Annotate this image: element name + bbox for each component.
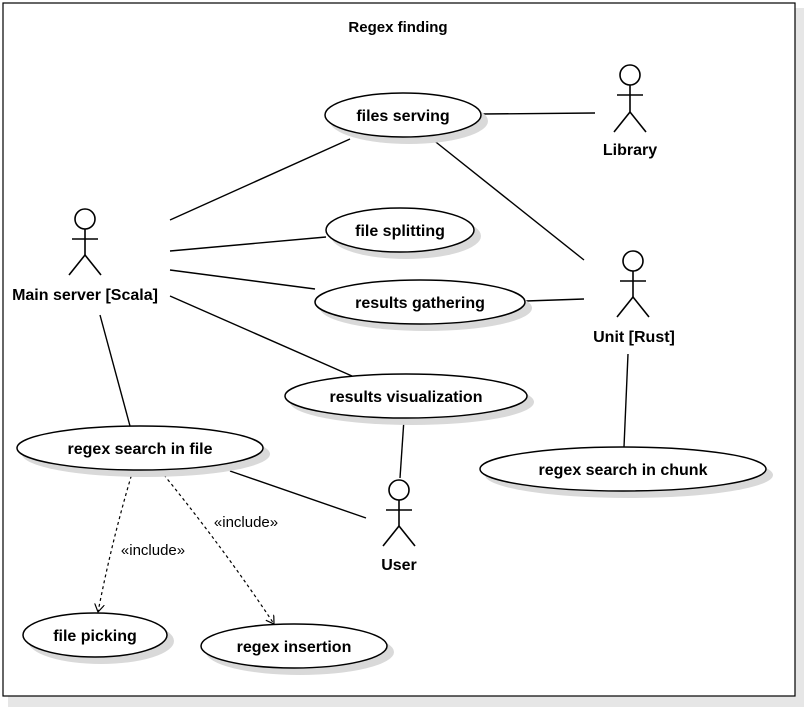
use-case-file-picking: file picking (22, 612, 174, 664)
actor-library: Library (603, 64, 657, 159)
svg-text:file splitting: file splitting (355, 223, 445, 240)
actor-unit: Unit [Rust] (593, 250, 675, 346)
include-label-2: «include» (214, 514, 278, 531)
include-dependencies: «include» «include» (98, 469, 278, 624)
use-case-regex-search-in-chunk: regex search in chunk (479, 446, 773, 498)
actor-library-label: Library (603, 142, 657, 159)
svg-text:results gathering: results gathering (355, 295, 485, 312)
diagram-title: Regex finding (348, 19, 447, 36)
actor-main-server-label: Main server [Scala] (12, 287, 158, 304)
use-case-files-serving: files serving (324, 92, 488, 144)
svg-text:file picking: file picking (53, 628, 137, 645)
use-case-results-gathering: results gathering (314, 279, 532, 331)
include-label-1: «include» (121, 542, 185, 559)
actor-main-server: Main server [Scala] (12, 208, 158, 304)
associations (99, 112, 629, 519)
use-case-file-splitting: file splitting (325, 207, 481, 259)
svg-text:regex insertion: regex insertion (237, 639, 352, 656)
svg-text:regex search in chunk: regex search in chunk (539, 462, 708, 479)
actor-unit-label: Unit [Rust] (593, 329, 675, 346)
actor-user-label: User (381, 557, 417, 574)
svg-text:files serving: files serving (356, 108, 449, 125)
actor-user: User (381, 479, 417, 574)
use-case-results-visualization: results visualization (284, 373, 534, 425)
use-case-regex-search-in-file: regex search in file (16, 425, 270, 477)
use-case-regex-insertion: regex insertion (200, 623, 394, 675)
svg-text:results visualization: results visualization (330, 389, 483, 406)
svg-text:regex search in file: regex search in file (68, 441, 213, 458)
